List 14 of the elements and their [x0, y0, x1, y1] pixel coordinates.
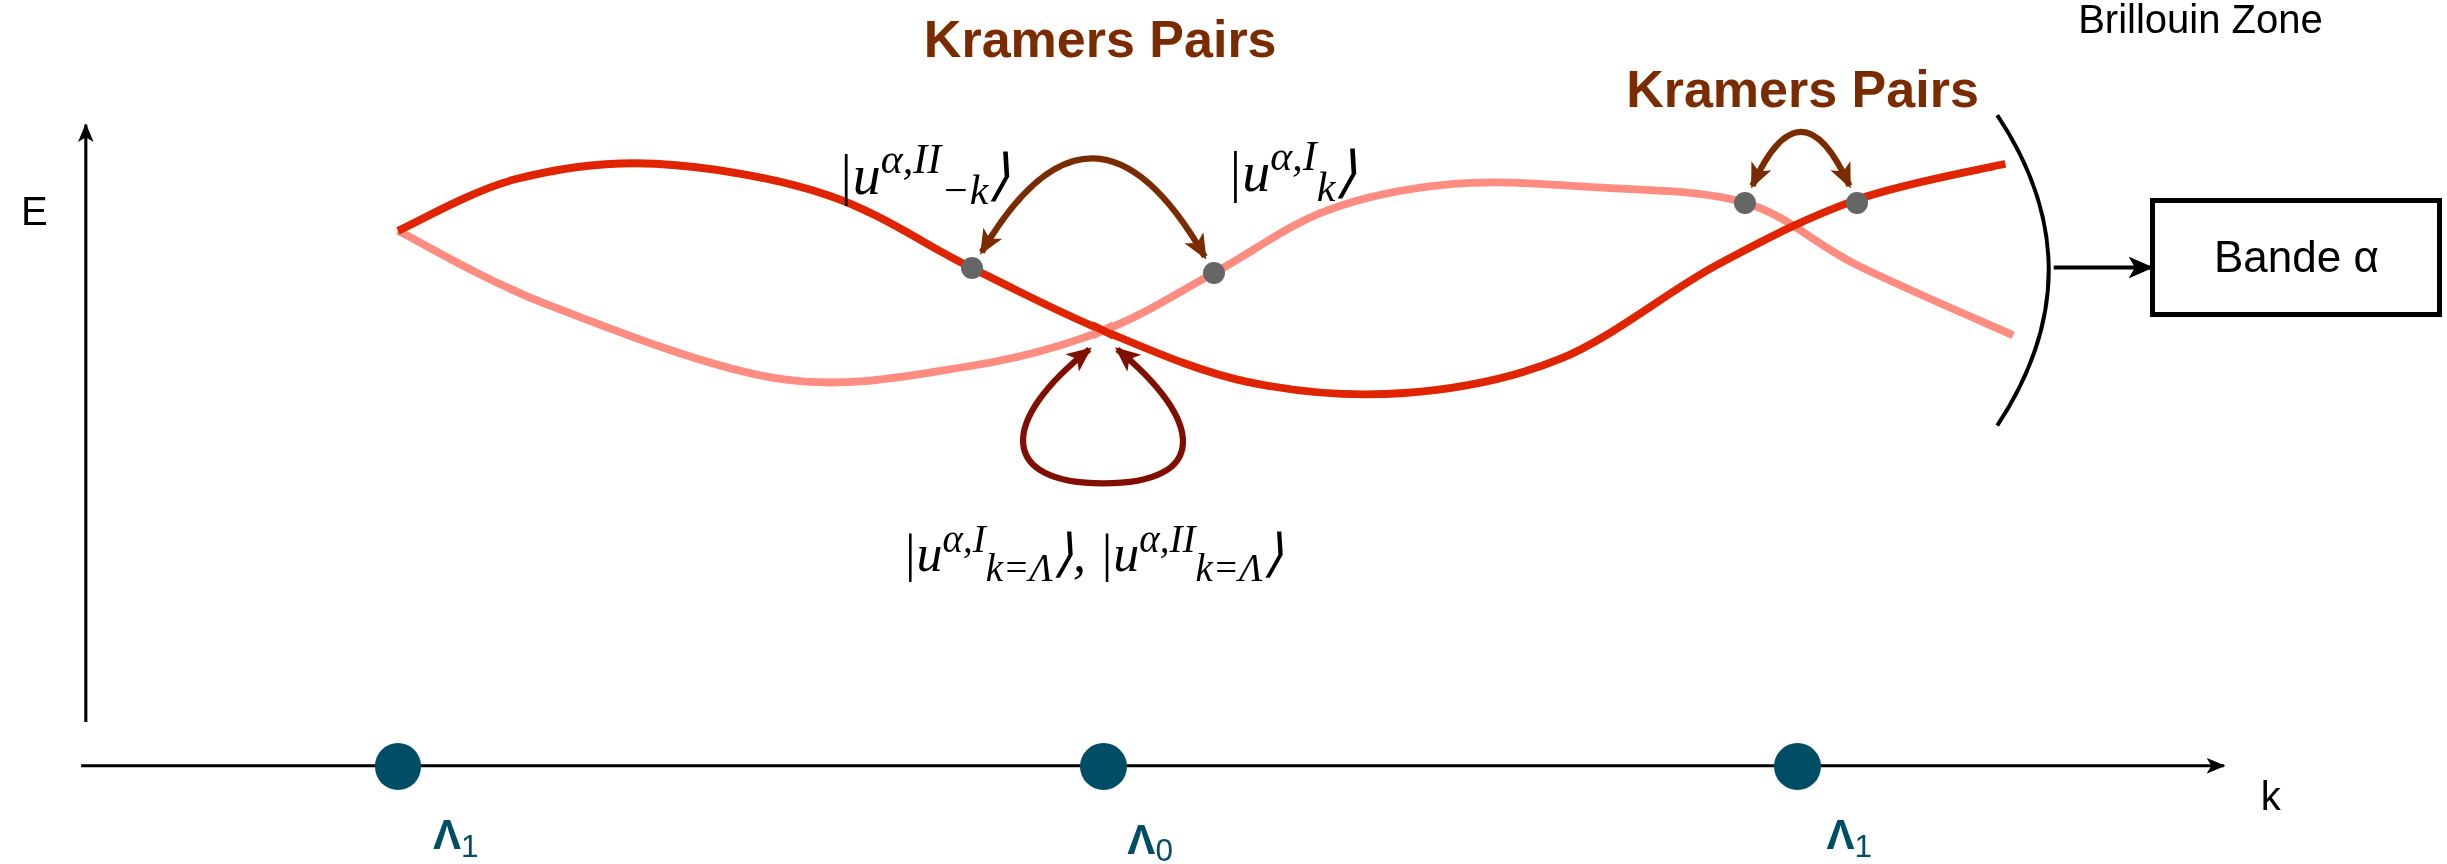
arrow [979, 155, 1208, 260]
axis-label: k [2260, 775, 2281, 816]
point-label: Λ$_{1}$ [432, 813, 479, 856]
axis-label: Brillouin Zone [2078, 0, 2323, 39]
box-text: Bande α [2213, 231, 2379, 284]
math-label: |u$^{α,I}$$_{k=Λ}$⟩, |u$^{α,II}$$_{k=Λ}$⟩ [902, 528, 1283, 580]
edge-label: Kramers Pairs [1625, 62, 1980, 115]
arrow [1020, 346, 1186, 487]
axis-label: E [21, 190, 48, 231]
point-label: Λ$_{0}$ [1127, 818, 1173, 861]
arrow [1749, 129, 1853, 189]
edge-label: Kramers Pairs [922, 13, 1278, 65]
label-box [2150, 198, 2443, 317]
point-label: Λ$_{1}$ [1826, 813, 1873, 856]
